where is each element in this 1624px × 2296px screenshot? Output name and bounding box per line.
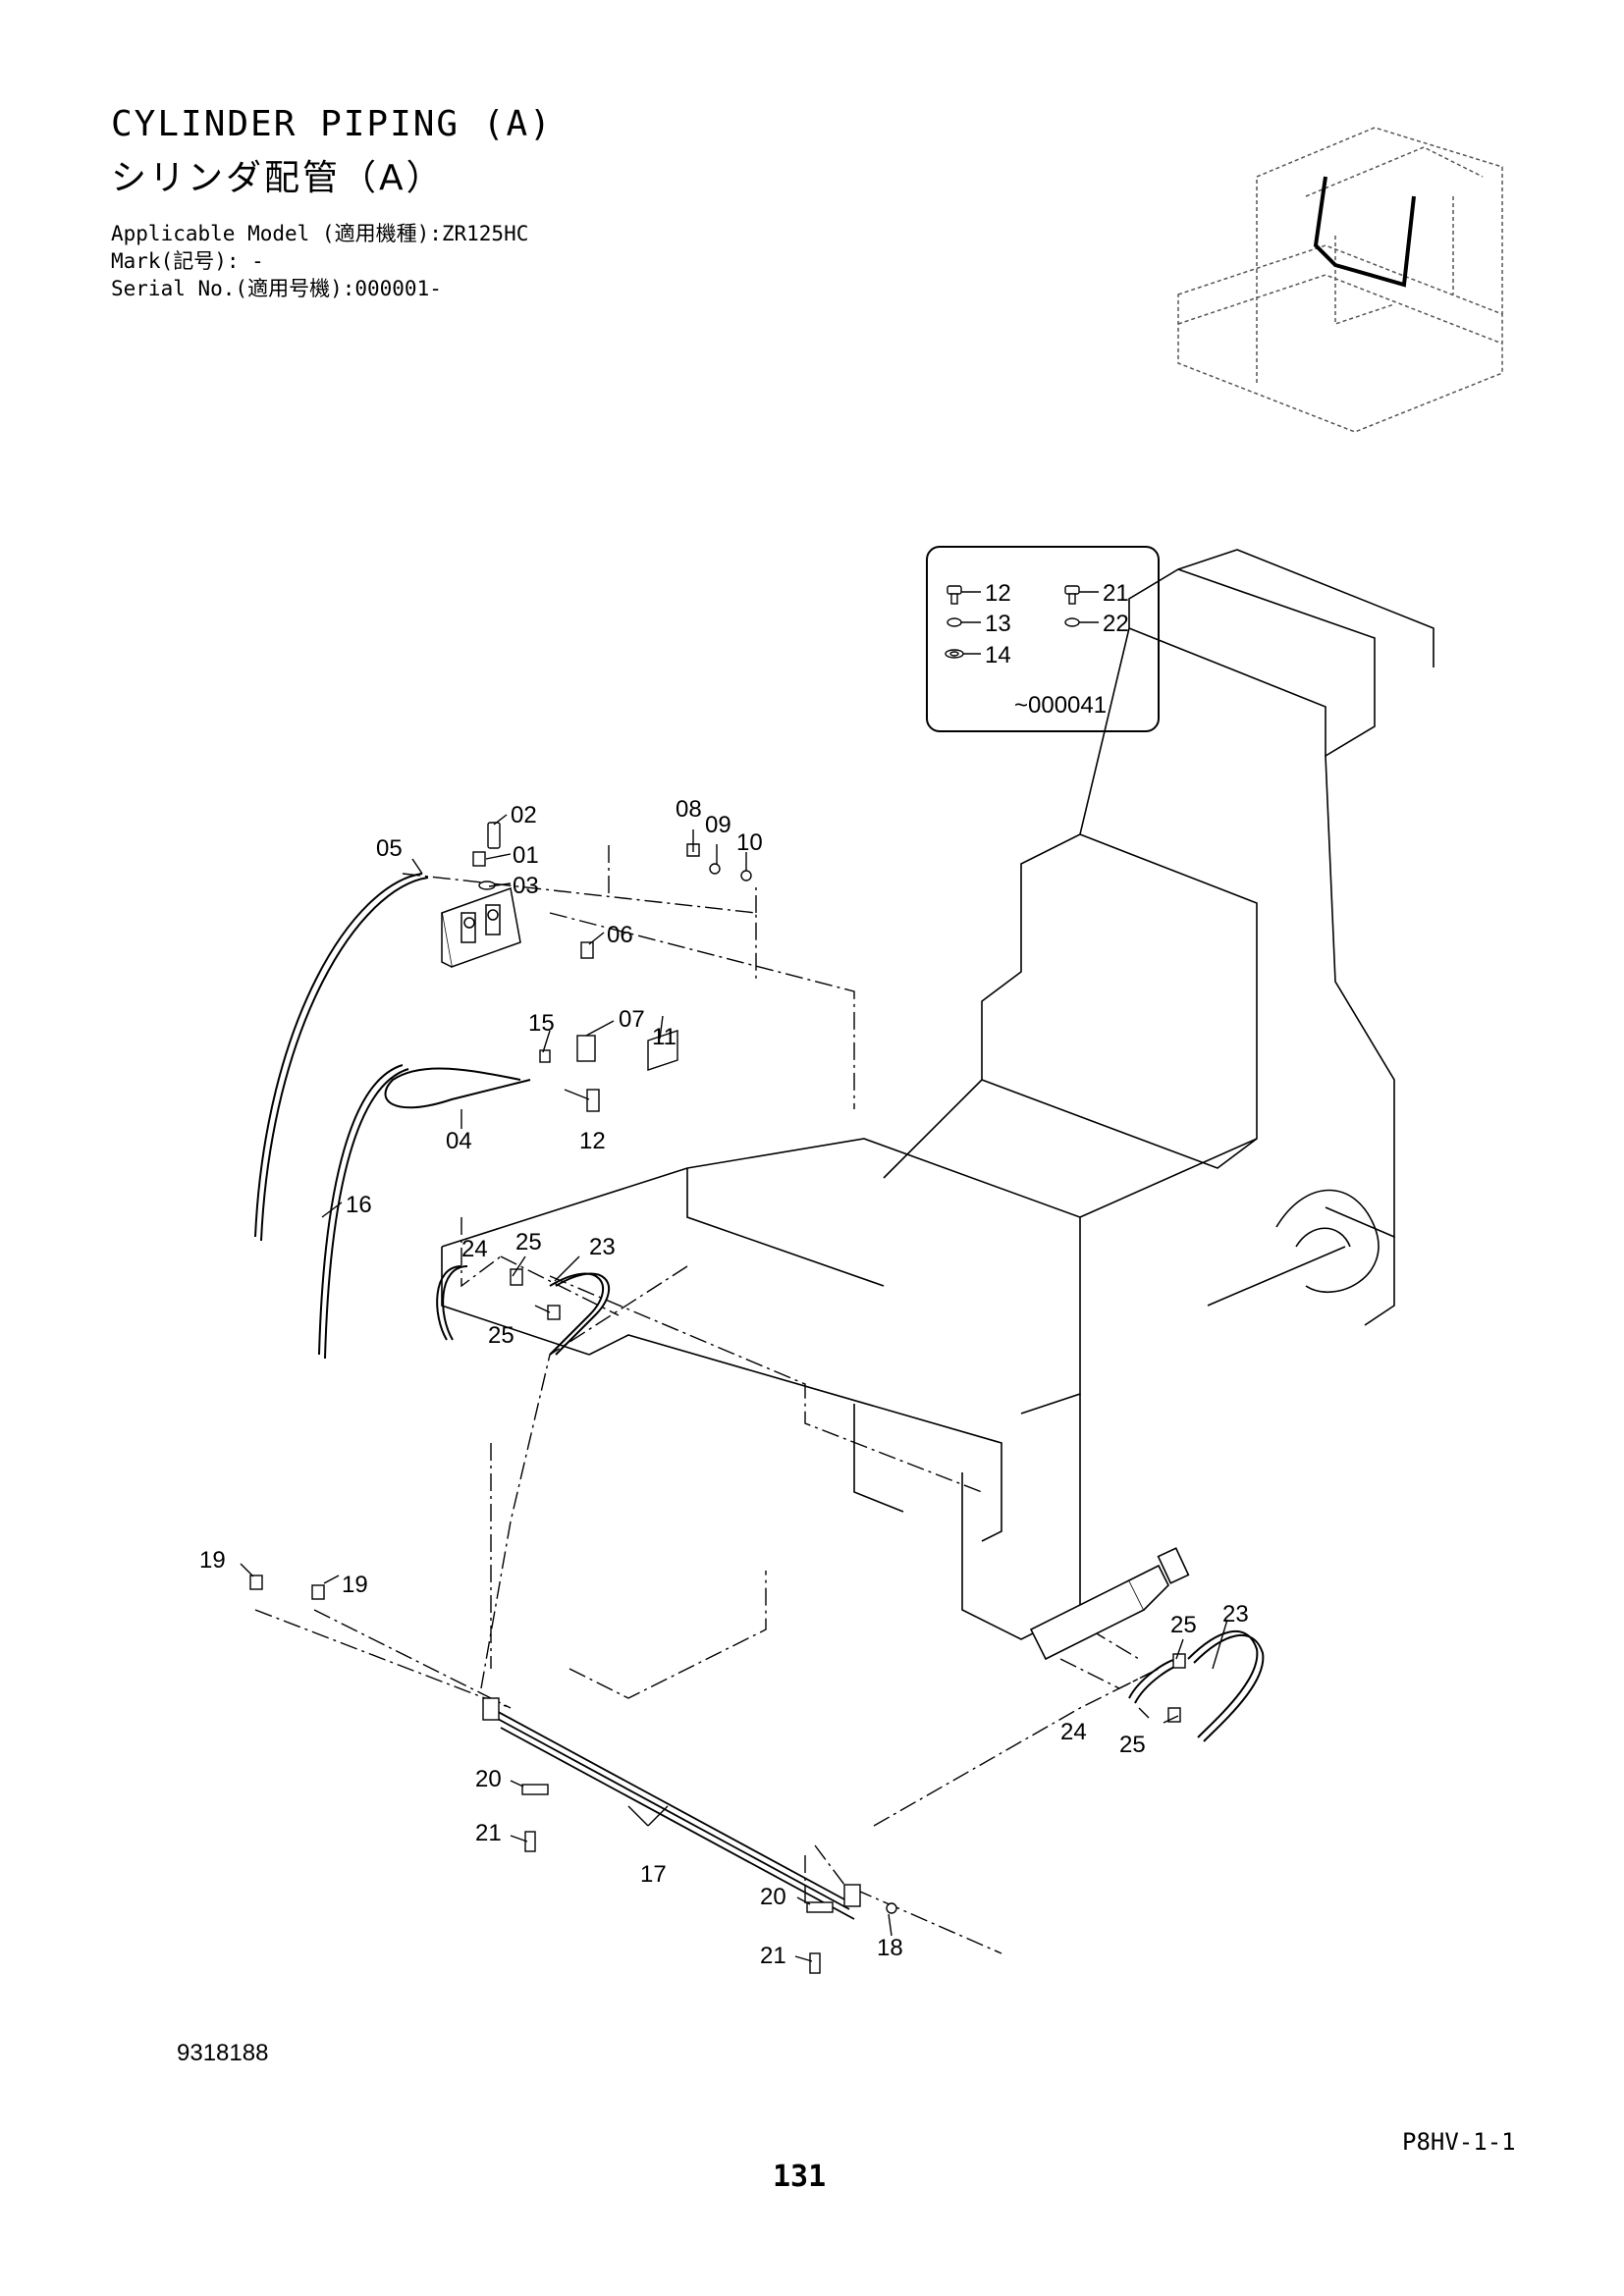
figure-number: 9318188 [177,2040,269,2066]
hoses [254,873,1265,1742]
callout-04: 04 [446,1128,472,1154]
legend-item-21: 21 [1103,580,1129,607]
callout-11: 11 [652,1024,677,1050]
legend-item-22: 22 [1103,611,1129,637]
callout-08: 08 [676,796,702,823]
legend-item-14: 14 [985,642,1011,668]
bolt-icon [947,585,962,605]
legend-serial-range: ~000041 [1014,692,1107,719]
legend-item-13: 13 [985,611,1011,637]
callout-21-lower: 21 [760,1943,786,1969]
callout-03: 03 [513,873,539,899]
callout-01: 01 [513,842,539,869]
callout-15: 15 [528,1010,555,1037]
leader-lines [254,844,1160,1954]
mark: Mark(記号): - [111,249,264,273]
bolt-icon [1064,585,1080,605]
washer-icon [947,617,962,627]
callout-leaders [240,814,1228,1962]
page-title: CYLINDER PIPING (A) [111,104,553,144]
cylinder [1029,1547,1190,1661]
legend-item-12: 12 [985,580,1011,607]
callout-17: 17 [640,1861,667,1888]
callout-25-upper-lower: 25 [488,1322,514,1349]
callout-20-lower: 20 [760,1884,786,1910]
callout-25-lower: 25 [1170,1612,1197,1638]
page-number: 131 [773,2160,827,2194]
callout-07: 07 [619,1006,645,1033]
control-valve [441,886,521,969]
page-title-japanese: シリンダ配管（A） [111,158,445,198]
callout-16: 16 [346,1192,372,1218]
callout-19-right: 19 [342,1572,368,1598]
steel-pipes [490,1707,855,1920]
washer-icon [945,649,964,659]
callout-24-upper: 24 [461,1236,488,1262]
callout-10: 10 [736,829,763,856]
callout-12: 12 [579,1128,606,1154]
legend-graphic: 12 13 14 21 22 ~000041 [945,580,1129,719]
callout-19-left: 19 [199,1547,226,1574]
callout-23-upper: 23 [589,1234,616,1260]
washer-icon [1064,617,1080,627]
callout-24-lower: 24 [1060,1719,1087,1745]
callout-20-upper: 20 [475,1766,502,1792]
callout-09: 09 [705,812,731,838]
callout-05: 05 [376,835,403,862]
callout-labels: 02 01 03 05 06 08 09 10 15 07 11 04 12 1… [199,796,1249,1969]
legend-box: 12 13 14 21 22 ~000041 [926,546,1160,732]
callout-18: 18 [877,1935,903,1961]
callout-23-lower: 23 [1222,1601,1249,1628]
location-highlight [1313,176,1416,288]
fittings [249,822,1186,1974]
frame-outline [441,549,1435,1640]
callout-25-upper: 25 [515,1229,542,1255]
serial-number: Serial No.(適用号機):000001- [111,277,442,300]
page-code: P8HV-1-1 [1402,2128,1516,2156]
callout-21-upper: 21 [475,1820,502,1846]
location-thumbnail [1177,127,1503,433]
callout-02: 02 [511,802,537,828]
applicable-model: Applicable Model (適用機種):ZR125HC [111,222,529,245]
callout-06: 06 [607,922,633,948]
callout-25-lower-right: 25 [1119,1732,1146,1758]
